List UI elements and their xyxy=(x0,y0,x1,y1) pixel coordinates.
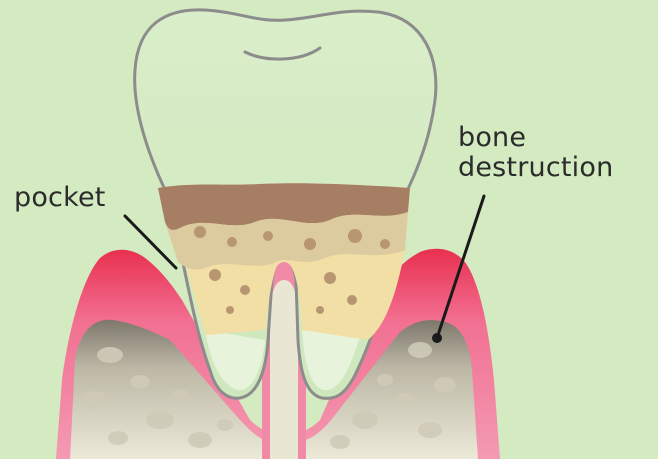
gum-and-bone xyxy=(56,249,500,459)
bone-destruction-label: bone destruction xyxy=(458,123,613,183)
bone-destruction-label-line2: destruction xyxy=(458,153,613,183)
bone-destruction-pointer-dot xyxy=(432,333,442,343)
interradicular-bone xyxy=(270,280,298,459)
pocket-label: pocket xyxy=(14,183,106,213)
bone-destruction-label-line1: bone xyxy=(458,123,613,153)
